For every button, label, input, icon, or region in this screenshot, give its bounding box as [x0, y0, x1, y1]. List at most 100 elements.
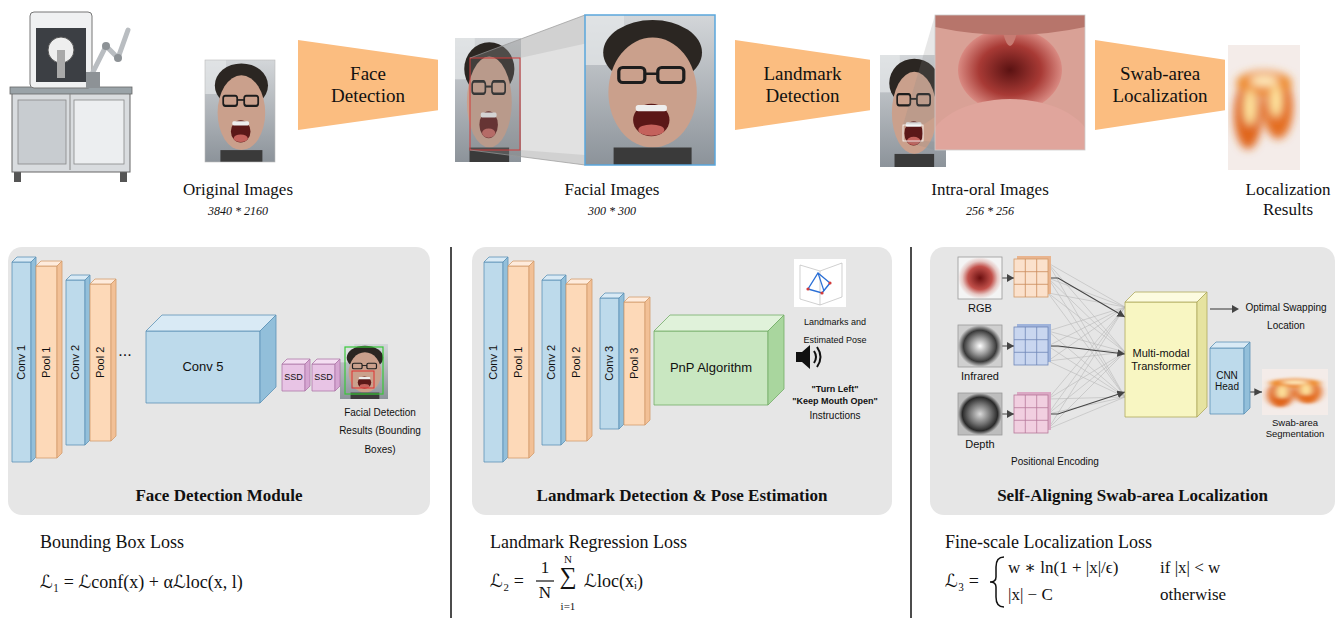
image-size: 3840 * 2160: [168, 201, 308, 219]
image-caption: Facial Images: [565, 180, 660, 199]
node-text: Conv 2: [545, 345, 558, 380]
swab-robot-machine: [92, 30, 128, 74]
facial-image: [585, 15, 715, 165]
node-text: Conv 2: [69, 345, 82, 380]
voice-instruction: "Turn Left": [786, 378, 884, 396]
node-text: RGB: [958, 302, 1002, 315]
pool-layer: [90, 284, 111, 441]
connector-arrow: [1002, 278, 1125, 317]
stage-arrow: Swab-area Localization: [1095, 40, 1225, 130]
patch-grid: [1017, 256, 1051, 294]
formula-part: ℒloc(xᵢ): [584, 571, 714, 592]
segmentation-image: [1262, 369, 1328, 415]
formula-part: 1: [536, 558, 554, 578]
node-text: Landmark Detection: [753, 63, 853, 107]
formula-part: i=1: [561, 600, 576, 612]
image-caption: Intra-oral Images: [915, 180, 1065, 200]
arrow-head: [1007, 342, 1014, 350]
output-arrow: [1232, 305, 1239, 313]
arrow-head: [1007, 410, 1014, 418]
conv-layer: [542, 280, 561, 445]
pool-layer: Pool 1: [508, 261, 534, 458]
formula-part: otherwise: [1160, 585, 1260, 605]
pool-layer: Pool 1: [36, 261, 62, 458]
conv-layer: [561, 275, 566, 445]
patch-grid: [1014, 392, 1051, 433]
ssd-layer: SSD: [312, 359, 340, 391]
conv-layer: [146, 331, 260, 403]
pool-layer: [587, 279, 592, 441]
output-caption: Facial Detection Results (Bounding Boxes…: [339, 407, 421, 455]
loss-formula: ℒ₃ =: [945, 571, 991, 592]
node-text: Swab-area Segmentation: [1262, 418, 1328, 440]
panel-separator: [910, 247, 912, 618]
icon-caption: Instructions: [809, 410, 860, 421]
input-image: Depth: [958, 393, 1002, 451]
stage-arrow: [735, 40, 870, 130]
image-size: 256 * 256: [966, 204, 1014, 218]
pool-layer: [111, 279, 116, 441]
image-caption: Localization Results: [1238, 180, 1338, 219]
node-text: Pool 2: [570, 347, 583, 378]
pnp-block: [654, 315, 784, 331]
formula-part: w ∗ ln(1 + |x|/ϵ): [1008, 558, 1118, 577]
loss-formula: ℒ₂ =: [490, 571, 524, 591]
node-text: Multi-modal Transformer: [1129, 347, 1193, 372]
detection-result-image: [340, 344, 388, 399]
patch-grid: [1014, 259, 1048, 297]
patch-grid: [1014, 395, 1048, 433]
pool-layer: [57, 261, 62, 458]
node-text: SSD: [314, 372, 333, 382]
swab-robot-machine: [30, 12, 92, 88]
loss-title: Fine-scale Localization Loss: [945, 532, 1152, 552]
node-text: Conv 1: [15, 345, 28, 380]
conv-layer: [260, 315, 276, 403]
image-caption: Localization Results: [1246, 180, 1331, 219]
intra-oral-image: [903, 125, 923, 141]
pool-layer: [645, 297, 650, 425]
voice-instruction: "Keep Mouth Open": [786, 390, 884, 408]
pool-layer: [36, 266, 57, 458]
loss-title: Fine-scale Localization Loss: [945, 532, 1265, 553]
output-caption: Optimal Swapping Location: [1245, 302, 1326, 331]
formula-part: otherwise: [1160, 585, 1226, 604]
icon-caption: Instructions: [786, 405, 884, 423]
stage-arrow: [298, 40, 438, 130]
cnn-head: CNN Head: [1210, 342, 1250, 414]
panel-heading: Landmark Detection & Pose Estimation: [537, 486, 828, 506]
swab-robot-machine: [120, 170, 127, 182]
patch-grid: [1014, 395, 1048, 433]
module-panel: RGBInfraredDepthMulti-modal TransformerC…: [930, 247, 1335, 515]
image-size: 256 * 256: [915, 201, 1065, 219]
formula-part: N: [539, 583, 551, 602]
plot-caption: Landmarks and Estimated Pose: [786, 311, 884, 348]
attention-lines: [1048, 263, 1125, 429]
facial-image: [470, 15, 585, 165]
pool-layer: [566, 284, 587, 441]
image-size: 3840 * 2160: [208, 204, 268, 218]
facial-image: [470, 15, 715, 58]
cnn-head: [1244, 342, 1250, 414]
node-text: Pool 2: [94, 347, 107, 378]
swab-robot-machine: [12, 92, 130, 172]
intra-oral-image: [880, 55, 946, 167]
node-text: Face Detection: [318, 63, 418, 107]
arrow-head: [1007, 274, 1014, 282]
encoding-caption: Positional Encoding: [1000, 451, 1110, 469]
intra-oral-image: [935, 15, 1085, 150]
facial-image: [455, 15, 715, 165]
conv-layer: [146, 315, 276, 331]
loss-title: Bounding Box Loss: [40, 532, 360, 553]
image-caption: Original Images: [168, 180, 308, 200]
plot-caption: Landmarks and Estimated Pose: [803, 317, 866, 345]
connector-arrow: [1002, 346, 1125, 354]
formula-part: |x| − C: [1008, 585, 1053, 604]
swab-robot-machine: [48, 37, 74, 63]
swab-robot-machine: [18, 100, 66, 164]
localization-result: [1228, 45, 1300, 170]
intra-oral-image: [903, 141, 1085, 150]
pool-layer: [508, 266, 529, 458]
conv-layer: Conv 1: [484, 257, 508, 462]
formula-stroke: [990, 557, 1004, 607]
swab-robot-machine: [10, 87, 132, 94]
